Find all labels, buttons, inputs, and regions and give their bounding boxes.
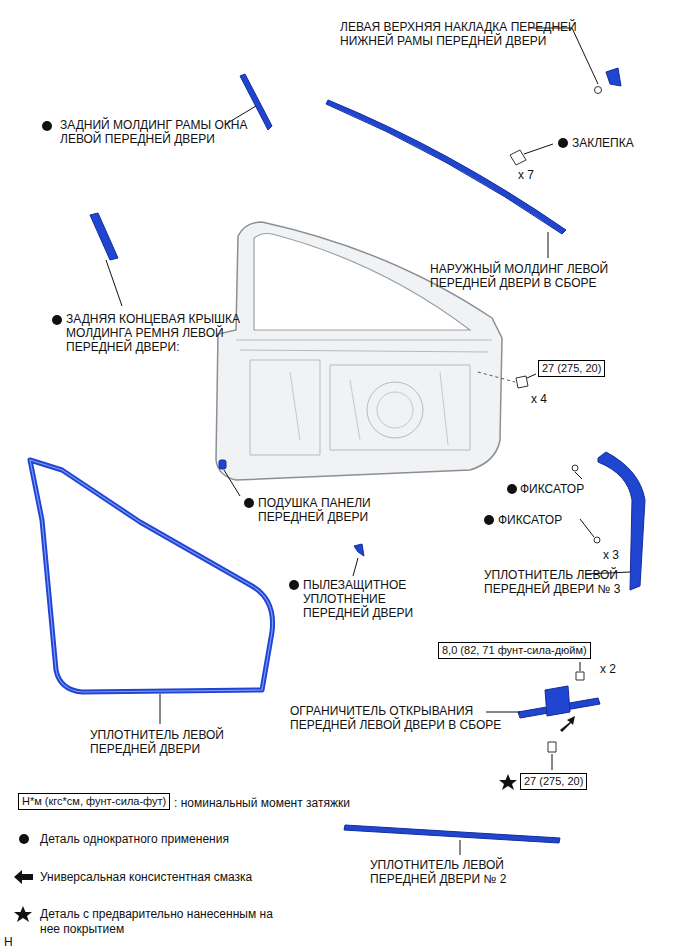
one-time-use-dot xyxy=(507,484,517,494)
legend-unit-box: Н*м (кгс*см, фунт-сила-фут) xyxy=(18,793,170,810)
torque-box: 8,0 (82, 71 фунт-сила-дюйм) xyxy=(438,642,591,659)
legend-text: Универсальная консистентная смазка xyxy=(40,870,340,885)
part-label: ФИКСАТОР xyxy=(498,513,598,527)
parts xyxy=(90,68,645,843)
door-inner-detail xyxy=(290,372,448,445)
clip xyxy=(595,87,602,94)
dust-seal-part xyxy=(354,544,364,556)
seal-2-part xyxy=(344,825,560,843)
part-label: УПЛОТНИТЕЛЬ ЛЕВОЙ ПЕРЕДНЕЙ ДВЕРИ № 2 xyxy=(370,858,550,886)
one-time-use-dot xyxy=(244,498,254,508)
leader-line xyxy=(460,840,461,855)
part-label: ЗАКЛЕПКА xyxy=(572,136,672,150)
grease-arrow xyxy=(14,870,33,884)
torque-value: 8,0 (82, 71 фунт-сила-дюйм) xyxy=(442,644,587,656)
grease-arrow xyxy=(560,716,575,732)
legend-text: : номинальный момент затяжки xyxy=(174,796,474,811)
part-label: ПЫЛЕЗАЩИТНОЕ УПЛОТНЕНИЕ ПЕРЕДНЕЙ ДВЕРИ xyxy=(303,578,443,620)
part-label: ЛЕВАЯ ВЕРХНЯЯ НАКЛАДКА ПЕРЕДНЕЙ НИЖНЕЙ Р… xyxy=(340,20,580,48)
part-label: ОГРАНИЧИТЕЛЬ ОТКРЫВАНИЯ ПЕРЕДНЕЙ ЛЕВОЙ Д… xyxy=(290,704,505,732)
leader-line xyxy=(580,662,581,671)
door-weatherstrip xyxy=(30,460,273,692)
dashed-leader xyxy=(478,372,515,382)
one-time-use-dot xyxy=(52,315,62,325)
bolt xyxy=(576,672,584,680)
door-weatherstrip-highlight xyxy=(30,460,273,692)
part-label: НАРУЖНЫЙ МОЛДИНГ ЛЕВОЙ ПЕРЕДНЕЙ ДВЕРИ В … xyxy=(430,262,655,290)
torque-value: 27 (275, 20) xyxy=(524,775,583,787)
bolt xyxy=(516,376,528,388)
bolt xyxy=(548,742,556,752)
leader-line xyxy=(486,712,520,713)
torque-value: Н*м (кгс*см, фунт-сила-фут) xyxy=(22,795,166,807)
part-label: x 3 xyxy=(603,548,643,562)
leader-line xyxy=(552,754,553,770)
legend-text: Деталь однократного применения xyxy=(40,832,340,847)
speaker-hole xyxy=(367,382,423,438)
leader-line xyxy=(224,470,240,496)
torque-box: 27 (275, 20) xyxy=(538,360,605,377)
door-inner-detail xyxy=(236,340,492,455)
precoated-star xyxy=(499,774,517,790)
torque-box: 27 (275, 20) xyxy=(520,773,587,790)
door-outline xyxy=(216,222,502,480)
part-label: Н xyxy=(4,935,24,949)
door-panel xyxy=(216,222,515,480)
part-label: x 2 xyxy=(600,662,640,676)
end-cap-part xyxy=(90,213,118,260)
leader-line xyxy=(548,232,549,258)
legend-text: Деталь с предварительно нанесенным на не… xyxy=(40,907,295,937)
part-label: ПОДУШКА ПАНЕЛИ ПЕРЕДНЕЙ ДВЕРИ xyxy=(258,496,408,524)
checker-bracket xyxy=(545,686,570,716)
part-label: x 4 xyxy=(531,392,571,406)
upper-cover-part xyxy=(606,68,621,86)
clip xyxy=(594,537,600,543)
one-time-use-dot xyxy=(289,580,299,590)
part-label: УПЛОТНИТЕЛЬ ЛЕВОЙ ПЕРЕДНЕЙ ДВЕРИ xyxy=(90,728,250,756)
precoated-star xyxy=(14,906,32,922)
leader-line xyxy=(353,558,358,576)
part-label: ЗАДНИЙ МОЛДИНГ РАМЫ ОКНА ЛЕВОЙ ПЕРЕДНЕЙ … xyxy=(60,118,260,146)
cushion-part xyxy=(219,460,226,469)
one-time-use-dot xyxy=(484,515,494,525)
speaker-hole xyxy=(377,392,413,428)
clip xyxy=(572,465,578,471)
outer-molding-part xyxy=(326,100,566,234)
one-time-use-marks xyxy=(19,121,568,844)
part-label: ФИКСАТОР xyxy=(520,482,620,496)
leader-line xyxy=(575,472,582,479)
torque-value: 27 (275, 20) xyxy=(542,362,601,374)
leader-line xyxy=(580,519,594,537)
one-time-use-dot xyxy=(558,138,568,148)
leader-line xyxy=(160,694,161,724)
leader-line xyxy=(527,374,536,378)
leader-line xyxy=(106,260,122,306)
part-label: ЗАДНЯЯ КОНЦЕВАЯ КРЫШКА МОЛДИНГА РЕМНЯ ЛЕ… xyxy=(66,312,246,354)
leader-line xyxy=(524,144,553,154)
part-label: УПЛОТНИТЕЛЬ ЛЕВОЙ ПЕРЕДНЕЙ ДВЕРИ № 3 xyxy=(484,568,624,596)
one-time-use-dot xyxy=(42,121,52,131)
one-time-use-dot xyxy=(19,834,29,844)
part-label: x 7 xyxy=(518,168,558,182)
rivet xyxy=(510,150,526,165)
